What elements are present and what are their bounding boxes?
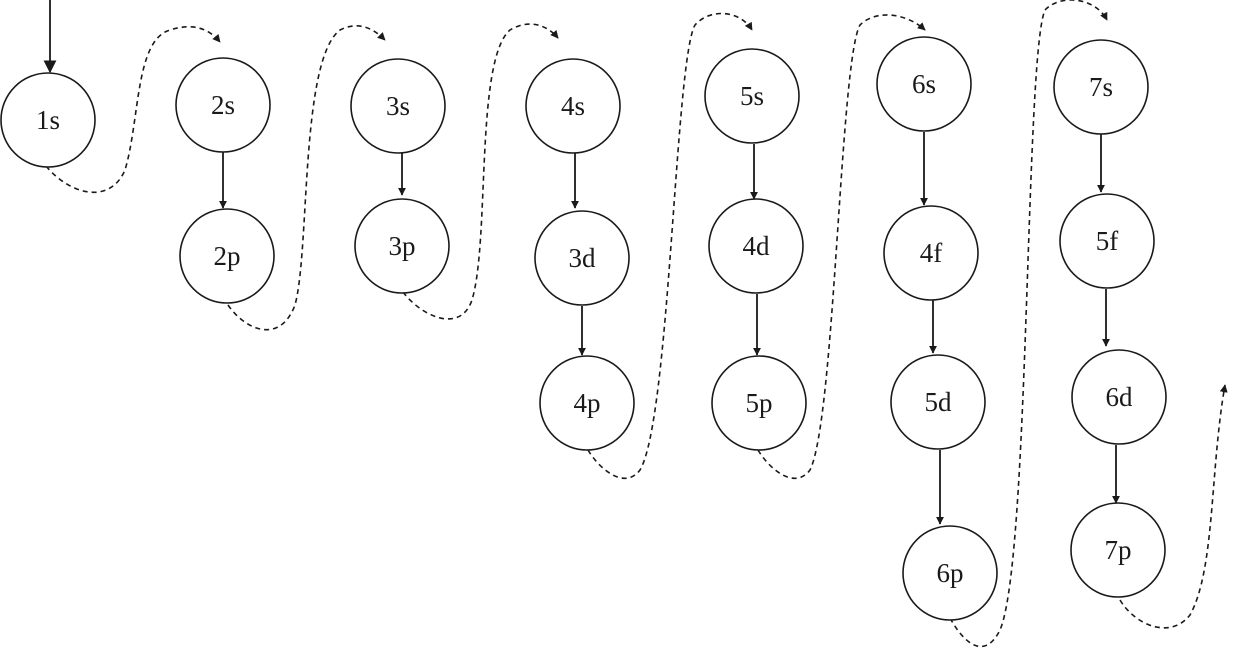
orbital-circle (350, 58, 446, 154)
orbital-node-7p: 7p (1070, 502, 1166, 598)
orbital-node-4f: 4f (883, 205, 979, 301)
transition-arrow-4p-5s (587, 12, 753, 479)
orbital-label: 6s (912, 69, 936, 99)
orbital-circle (1070, 502, 1166, 598)
orbital-node-7s: 7s (1053, 39, 1149, 135)
orbital-node-3p: 3p (354, 198, 450, 294)
orbital-circle (0, 72, 96, 168)
orbital-label: 7s (1089, 72, 1113, 102)
orbital-nodes: 1s 2s 2p 3s 3p 4s 3d 4p 5s 4d 5p 6s 4f 5d 6p 7s 5f 6d 7p (0, 36, 1167, 621)
orbital-circle (704, 48, 800, 144)
orbital-label: 5p (746, 388, 773, 418)
transition-arrow-2p-3s (227, 25, 386, 331)
transition-arrow-1s-2s (45, 26, 221, 194)
orbital-circle (876, 36, 972, 132)
orbital-node-5d: 5d (890, 354, 986, 450)
orbital-circle (708, 198, 804, 294)
orbital-node-4p: 4p (539, 355, 635, 451)
orbital-label: 2p (214, 241, 241, 271)
orbital-circle (711, 355, 807, 451)
transition-arrow-6p-7s (949, 0, 1108, 648)
transition-arrow-5p-6s (757, 14, 926, 479)
orbital-circle (1053, 39, 1149, 135)
orbital-label: 4s (561, 91, 585, 121)
orbital-circle (1059, 193, 1155, 289)
orbital-label: 4d (743, 231, 771, 261)
orbital-label: 4p (574, 388, 601, 418)
orbital-label: 2s (211, 90, 235, 120)
orbital-label: 4f (920, 238, 943, 268)
orbital-label: 7p (1105, 535, 1132, 565)
orbital-label: 5s (740, 81, 764, 111)
orbital-circle (890, 354, 986, 450)
orbital-circle (525, 58, 621, 154)
orbital-circle (883, 205, 979, 301)
orbital-label: 6d (1106, 382, 1134, 412)
orbital-node-3s: 3s (350, 58, 446, 154)
orbital-label: 6p (937, 558, 964, 588)
orbital-circle (175, 57, 271, 153)
orbital-node-5f: 5f (1059, 193, 1155, 289)
orbital-label: 3s (386, 91, 410, 121)
orbital-label: 5f (1096, 226, 1119, 256)
orbital-node-5s: 5s (704, 48, 800, 144)
orbital-circle (534, 210, 630, 306)
orbital-label: 5d (925, 387, 953, 417)
orbital-label: 3p (389, 231, 416, 261)
orbital-circle (354, 198, 450, 294)
orbital-circle (539, 355, 635, 451)
orbital-node-2s: 2s (175, 57, 271, 153)
orbital-label: 1s (36, 105, 60, 135)
orbital-node-3d: 3d (534, 210, 630, 306)
orbital-node-6d: 6d (1071, 349, 1167, 445)
orbital-node-1s: 1s (0, 72, 96, 168)
orbital-node-6s: 6s (876, 36, 972, 132)
orbital-circle (179, 208, 275, 304)
orbital-node-2p: 2p (179, 208, 275, 304)
orbital-label: 3d (569, 243, 597, 273)
orbital-node-5p: 5p (711, 355, 807, 451)
orbital-node-4d: 4d (708, 198, 804, 294)
orbital-circle (1071, 349, 1167, 445)
orbital-node-6p: 6p (902, 525, 998, 621)
orbital-circle (902, 525, 998, 621)
orbital-node-4s: 4s (525, 58, 621, 154)
